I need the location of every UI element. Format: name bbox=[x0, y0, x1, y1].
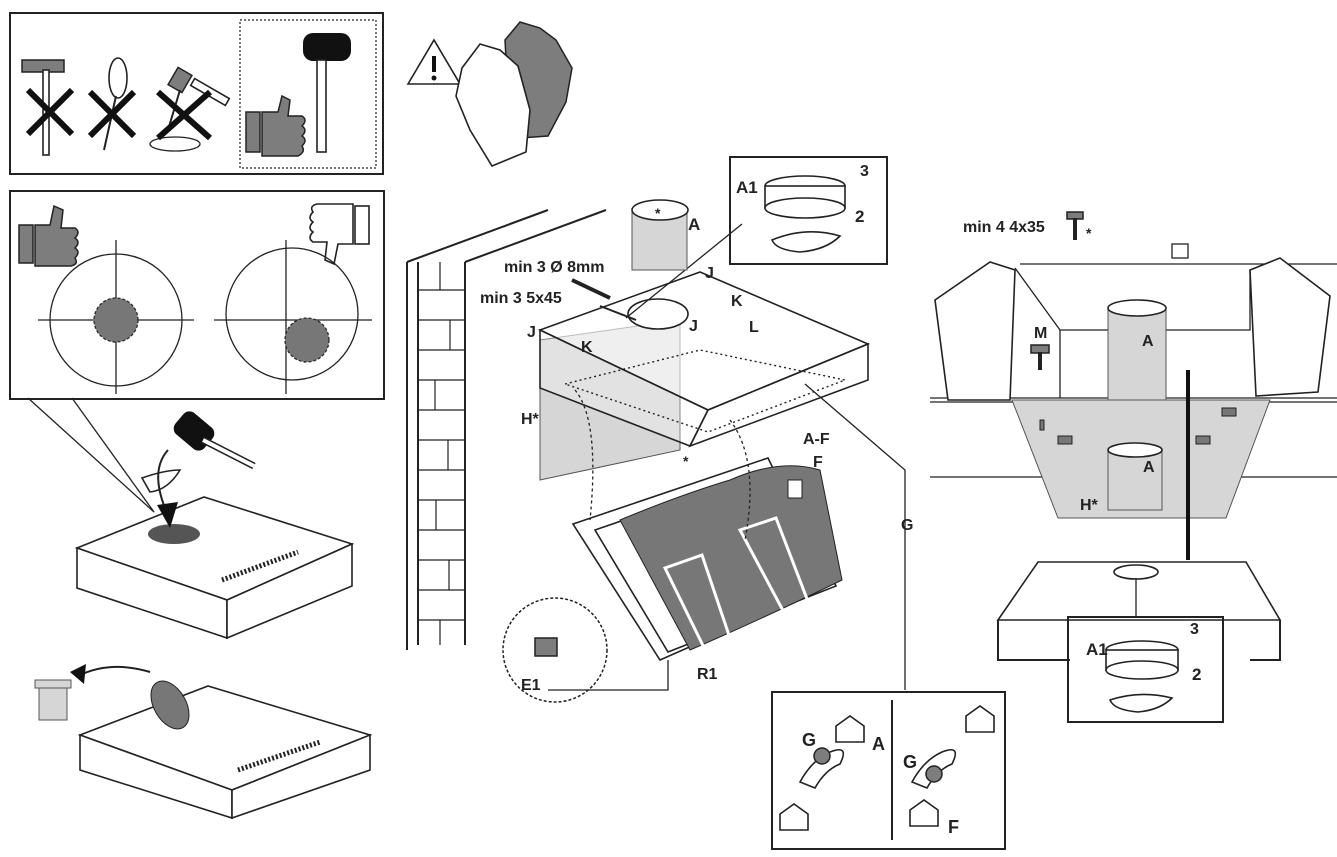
label-af: A-F bbox=[803, 431, 830, 448]
ceiling-mount-diagram bbox=[930, 211, 1337, 723]
mallet-icon bbox=[173, 411, 256, 470]
label-3: 3 bbox=[1190, 621, 1199, 638]
label-star: * bbox=[683, 453, 689, 469]
wall-mount-diagram bbox=[406, 156, 906, 703]
label-a: A bbox=[1142, 333, 1154, 350]
duct-rings bbox=[631, 199, 689, 271]
label-f: F bbox=[948, 817, 959, 837]
label-r1: R1 bbox=[697, 666, 718, 683]
anchor-spec: min 3 Ø 8mm bbox=[504, 259, 604, 276]
thumbs-down-icon bbox=[309, 203, 370, 266]
label-g: G bbox=[802, 730, 816, 750]
warning-icon bbox=[406, 38, 462, 85]
label-a: A bbox=[1143, 459, 1155, 476]
labels: A * A1 3 2 min 3 Ø 8mm min 3 5x45 J K J … bbox=[480, 163, 1201, 837]
thumbs-up-icon bbox=[18, 204, 79, 267]
label-a: A bbox=[688, 215, 700, 234]
label-g: G bbox=[901, 517, 913, 534]
trash-bin-icon bbox=[34, 679, 72, 721]
label-j: J bbox=[527, 324, 536, 341]
label-h: H* bbox=[1080, 497, 1099, 514]
hood-knockout-2 bbox=[34, 664, 373, 820]
label-j: J bbox=[705, 265, 714, 282]
label-k: K bbox=[581, 339, 593, 356]
label-j: J bbox=[689, 318, 698, 335]
mallet-icon bbox=[303, 33, 351, 153]
duct-rings bbox=[1107, 299, 1167, 511]
label-k: K bbox=[731, 293, 743, 310]
label-star: * bbox=[1086, 225, 1092, 241]
g-config-panel bbox=[771, 691, 1006, 850]
label-g: G bbox=[903, 752, 917, 772]
label-l: L bbox=[749, 319, 759, 336]
tools-panel bbox=[9, 12, 384, 175]
hood-knockout-1 bbox=[74, 411, 355, 640]
screw-spec: min 3 5x45 bbox=[480, 290, 562, 307]
label-h: H* bbox=[521, 411, 540, 428]
drill-icon bbox=[149, 66, 231, 152]
thumbs-up-icon bbox=[245, 94, 306, 157]
centering-panel bbox=[9, 190, 385, 513]
label-a1: A1 bbox=[1086, 640, 1108, 659]
label-m: M bbox=[1034, 325, 1047, 342]
label-star: * bbox=[655, 205, 661, 221]
label-e1: E1 bbox=[521, 677, 541, 694]
hammer-icon bbox=[21, 59, 75, 156]
screwdriver-icon bbox=[87, 57, 137, 151]
label-f: F bbox=[813, 454, 823, 471]
label-2: 2 bbox=[1192, 665, 1201, 684]
ceiling-screw-spec: min 4 4x35 bbox=[963, 219, 1045, 236]
label-a: A bbox=[872, 734, 885, 754]
gloves-icon bbox=[455, 21, 573, 167]
label-2: 2 bbox=[855, 207, 864, 226]
label-a1: A1 bbox=[736, 178, 758, 197]
label-3: 3 bbox=[860, 163, 869, 180]
